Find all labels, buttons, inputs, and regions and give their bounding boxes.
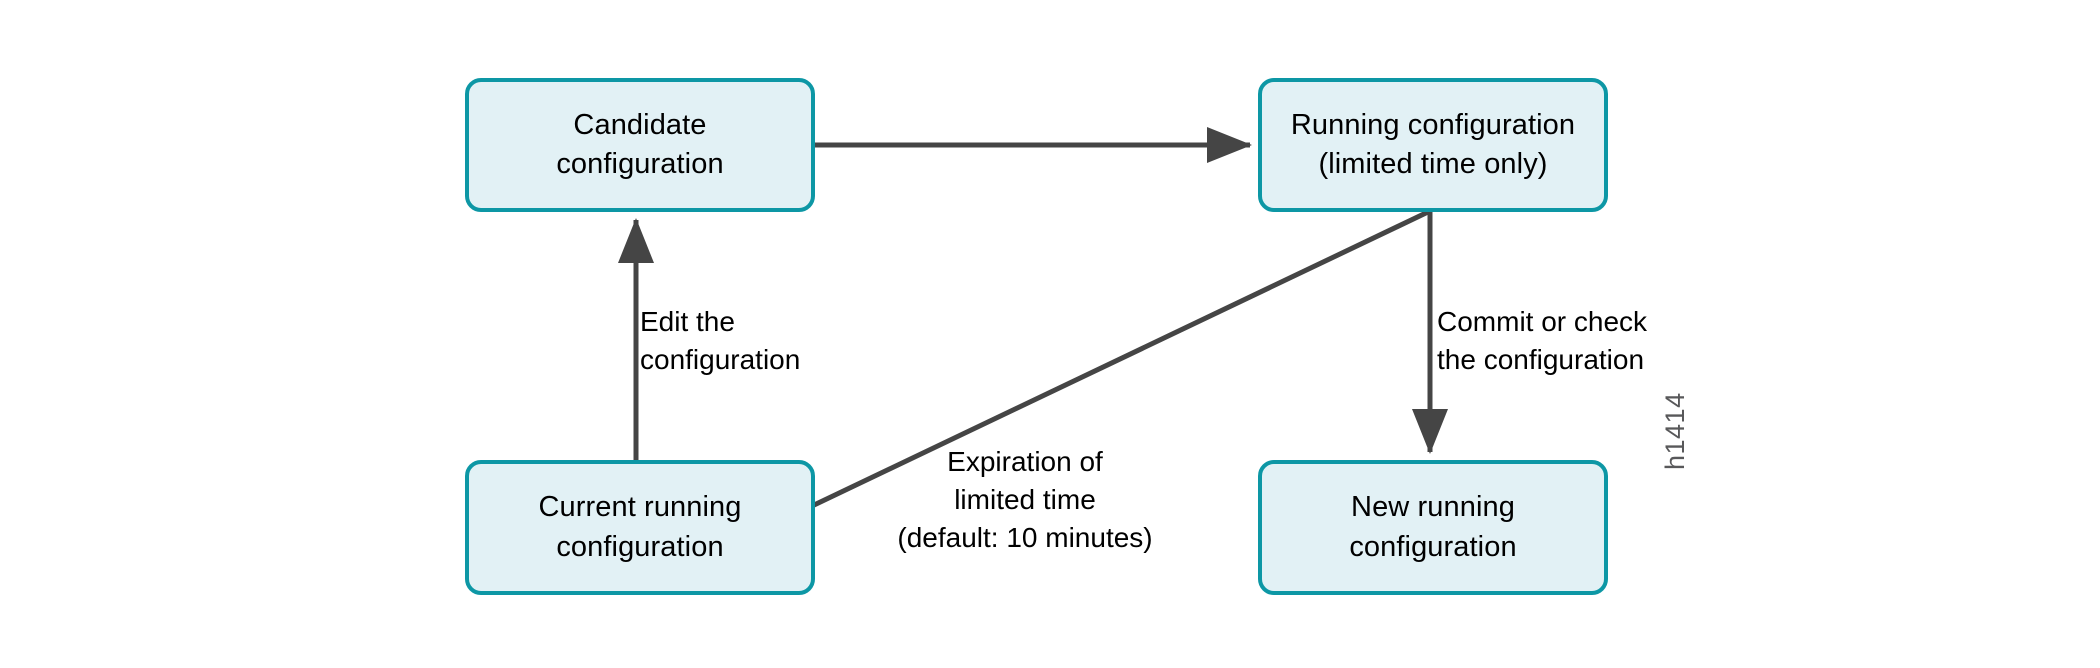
node-candidate-configuration-label: Candidate configuration	[556, 108, 724, 180]
node-current-running-configuration[interactable]: Current running configuration	[465, 460, 815, 595]
edge-label-edit-the-configuration: Edit the configuration	[640, 306, 801, 376]
figure-id-watermark: h1414	[1660, 392, 1690, 470]
edge-label-commit-or-check-the-configuration: Commit or check the configuration	[1437, 306, 1648, 376]
node-candidate-configuration[interactable]: Candidate configuration	[465, 78, 815, 212]
edge-label-expiration-of-limited-time: Expiration of limited time (default: 10 …	[897, 446, 1153, 554]
node-current-running-configuration-label: Current running configuration	[538, 491, 742, 563]
node-new-running-configuration[interactable]: New running configuration	[1258, 460, 1608, 595]
node-running-configuration-label: Running configuration (limited time only…	[1290, 108, 1576, 180]
node-new-running-configuration-label: New running configuration	[1349, 491, 1517, 563]
node-running-configuration[interactable]: Running configuration (limited time only…	[1258, 78, 1608, 212]
